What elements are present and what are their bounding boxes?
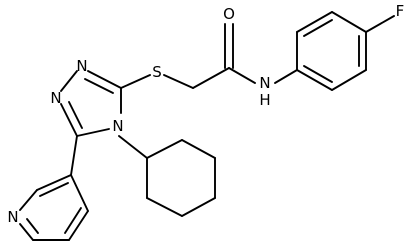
- bond-n-aryl: [274, 69, 298, 84]
- atom-label-triazole-n1: N: [50, 89, 61, 107]
- bond-py5-py4-double: [64, 207, 82, 234]
- bond-ph4-f: [365, 15, 395, 33]
- atom-label-amide-nitrogen: N: [259, 74, 270, 92]
- bond-py3-py2: [36, 174, 72, 191]
- bond-cy2-cy3: [181, 139, 216, 159]
- bond-ph2-ph3-double: [303, 19, 333, 37]
- atom-label-sulfur: S: [152, 63, 162, 81]
- bond-carbonyl-n: [228, 67, 256, 84]
- bond-ph5-ph6: [331, 69, 367, 91]
- bond-c3-n2-double: [84, 78, 114, 94]
- bond-ph3-ph4: [331, 11, 367, 33]
- bond-layer: [19, 11, 395, 241]
- bond-c3-n2: [87, 70, 122, 89]
- bond-py5-py4: [68, 210, 89, 241]
- atom-label-fluorine: F: [396, 2, 405, 20]
- bond-n2-n1: [60, 70, 78, 92]
- bond-n1-c5-double: [68, 101, 83, 129]
- bond-ch2-carbonyl: [192, 67, 230, 89]
- bond-ph6-ph1-double: [303, 65, 333, 83]
- bond-cy4-cy5: [181, 197, 216, 217]
- bond-n4-cy1: [118, 135, 148, 159]
- label-layer: O F S N H N N N N: [7, 2, 404, 226]
- atom-label-pyridine-nitrogen: N: [7, 208, 18, 226]
- bond-cy1-cy2: [146, 139, 183, 159]
- bond-py3-py2-double: [39, 182, 69, 197]
- bond-n1-py6: [19, 223, 34, 241]
- atom-label-triazole-n4: N: [112, 117, 123, 135]
- atom-label-triazole-n2: N: [76, 57, 87, 75]
- bond-cy5-cy6: [146, 197, 183, 217]
- atom-label-amide-hydrogen: H: [259, 91, 270, 109]
- bond-py4-py3: [70, 174, 89, 212]
- bond-n1-c5: [60, 103, 78, 137]
- bond-c5-n4: [76, 128, 110, 137]
- atom-label-oxygen: O: [223, 5, 235, 23]
- bond-s-ch2: [163, 74, 194, 89]
- bond-c5-py3: [70, 135, 78, 176]
- bond-ph6-ph1: [296, 69, 333, 91]
- bond-ph2-ph3: [296, 11, 333, 33]
- bond-n1-py6-double: [26, 218, 39, 234]
- bond-c3-s: [120, 74, 151, 89]
- bond-py2-n1: [19, 189, 38, 211]
